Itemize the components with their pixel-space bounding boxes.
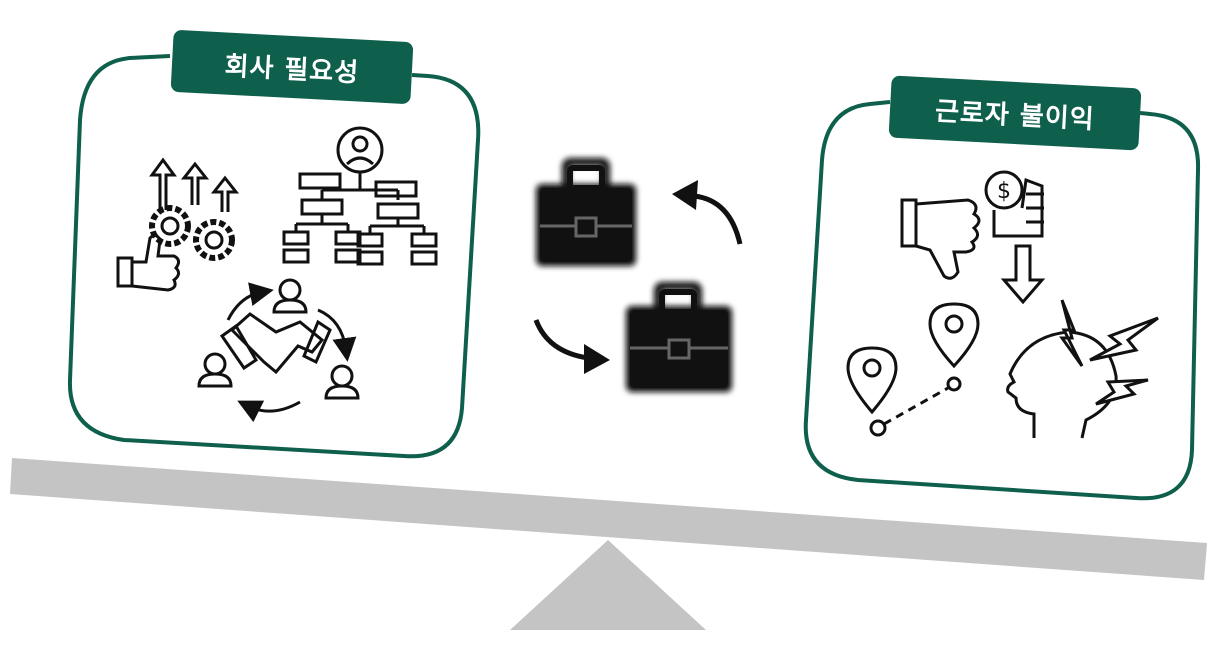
left-panel-title: 회사 필요성 [170, 29, 414, 105]
location-route-icon [846, 302, 980, 437]
briefcase-icon-sharp [540, 165, 632, 262]
left-panel-frame [67, 54, 481, 459]
down-arrow-icon [1000, 244, 1046, 305]
org-chart-icon [282, 126, 438, 266]
stressed-head-icon [1006, 299, 1159, 439]
briefcase-icon-sharp [630, 289, 728, 388]
seesaw-beam [10, 458, 1207, 580]
thumbs-down-icon [900, 198, 981, 280]
money-hand-icon: $ [984, 170, 1044, 238]
seesaw-fulcrum [510, 540, 706, 630]
right-panel-title: 근로자 불이익 [888, 75, 1142, 151]
handshake-cycle-icon [197, 278, 360, 423]
swap-arrows-icon [533, 180, 743, 374]
svg-text:$: $ [997, 179, 1011, 204]
right-panel-frame [803, 100, 1201, 501]
growth-gears-thumbs-up-icon [116, 157, 240, 292]
